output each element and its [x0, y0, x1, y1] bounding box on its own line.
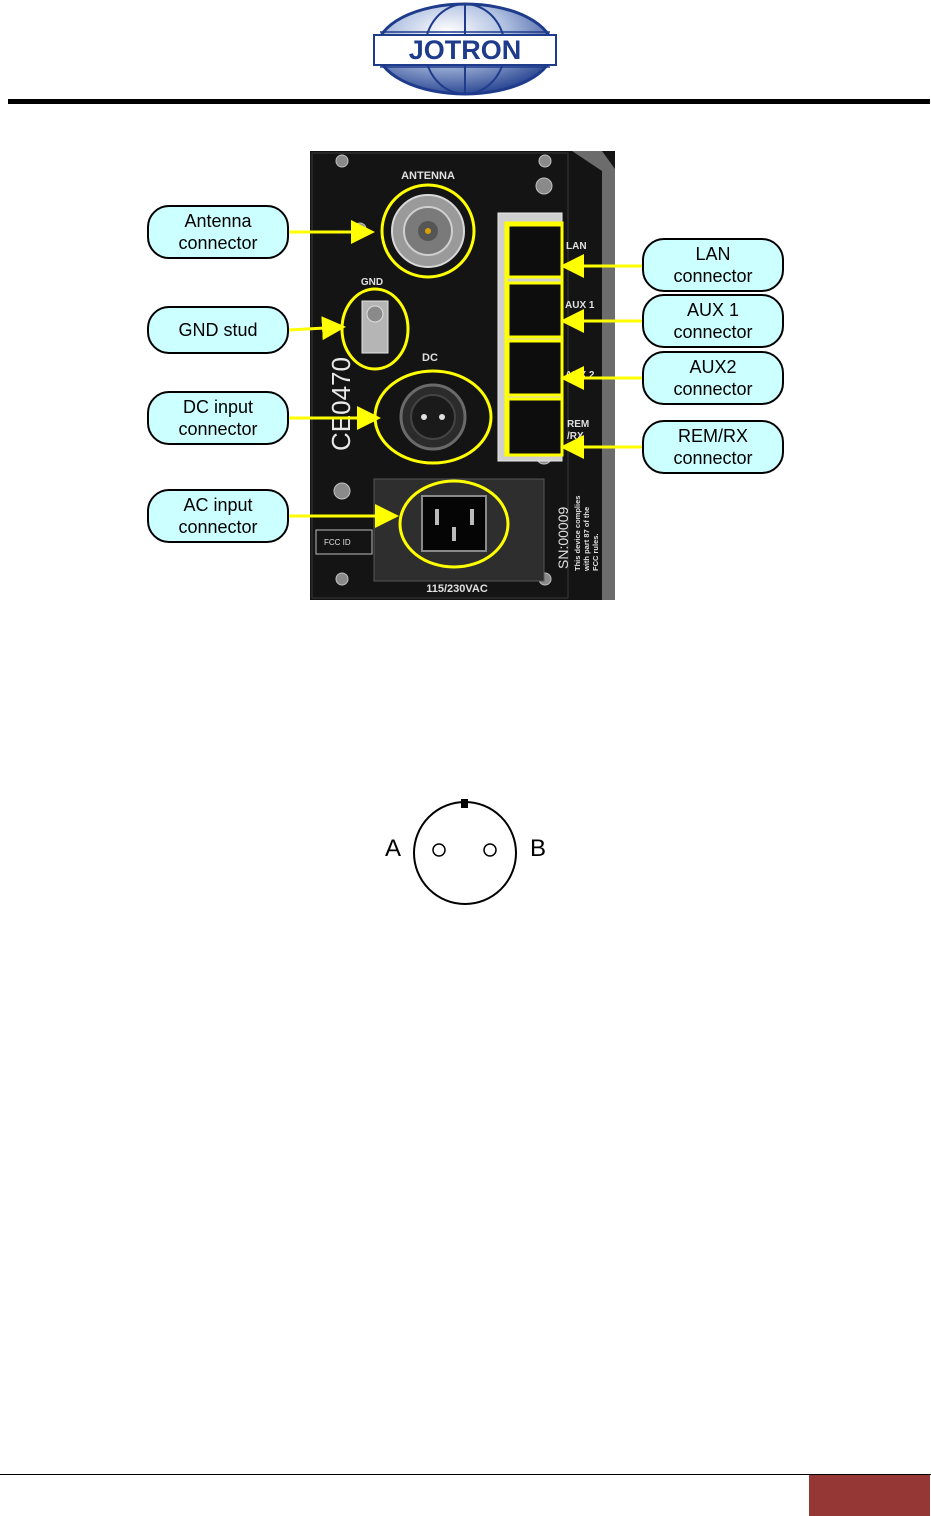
- header-rule: [8, 99, 930, 104]
- callout-lan-line-2: connector: [673, 265, 752, 287]
- callout-antenna-line-2: connector: [178, 232, 257, 254]
- rear-panel-photo: ANTENNA GND DC CE0470 LAN AUX 1 AUX 2 RE…: [310, 151, 615, 600]
- callout-gnd-stud: GND stud: [147, 306, 289, 354]
- logo-text: JOTRON: [409, 35, 522, 65]
- callout-ac-line-1: AC input: [183, 494, 252, 516]
- page-number-box: [809, 1475, 930, 1516]
- callout-aux1-connector: AUX 1 connector: [642, 294, 784, 348]
- callout-antenna-connector: Antenna connector: [147, 205, 289, 259]
- pin-a-circle: [433, 844, 445, 856]
- callout-ac-line-2: connector: [178, 516, 257, 538]
- gnd-label: GND: [361, 277, 383, 288]
- callout-lan-line-1: LAN: [695, 243, 730, 265]
- aux2-port-label: AUX 2: [565, 370, 595, 381]
- callout-aux2-line-1: AUX2: [689, 356, 736, 378]
- compliance-line-3: FCC rules.: [591, 533, 600, 571]
- callout-lan-connector: LAN connector: [642, 238, 784, 292]
- callout-aux2-connector: AUX2 connector: [642, 351, 784, 405]
- ce-mark: CE0470: [326, 357, 356, 451]
- callout-dc-input-connector: DC input connector: [147, 391, 289, 445]
- connector-outline: [414, 802, 516, 904]
- callout-remrx-line-1: REM/RX: [678, 425, 748, 447]
- callout-remrx-connector: REM/RX connector: [642, 420, 784, 474]
- voltage-label: 115/230VAC: [426, 583, 488, 595]
- callout-aux1-line-2: connector: [673, 321, 752, 343]
- pin-a-label: A: [385, 837, 401, 861]
- lan-port-label: LAN: [566, 241, 587, 252]
- fcc-id-label: FCC ID: [324, 538, 351, 547]
- connector-key: [461, 799, 468, 808]
- footer-rule: [0, 1474, 931, 1475]
- aux1-port-label: AUX 1: [565, 300, 595, 311]
- compliance-line-2: with part 87 of the: [582, 507, 591, 572]
- callout-aux1-line-1: AUX 1: [687, 299, 739, 321]
- pin-b-circle: [484, 844, 496, 856]
- antenna-label: ANTENNA: [401, 170, 455, 182]
- callout-aux2-line-2: connector: [673, 378, 752, 400]
- jotron-logo: JOTRON: [372, 2, 558, 96]
- callout-remrx-line-2: connector: [673, 447, 752, 469]
- callout-gnd-line-1: GND stud: [178, 319, 257, 341]
- serial-number: SN:00009: [555, 507, 571, 569]
- compliance-line-1: This device complies: [573, 496, 582, 571]
- rem-port-label-2: /RX: [567, 431, 584, 442]
- rem-port-label-1: REM: [567, 419, 589, 430]
- callout-ac-input-connector: AC input connector: [147, 489, 289, 543]
- callout-dc-line-1: DC input: [183, 396, 253, 418]
- callout-antenna-line-1: Antenna: [184, 210, 251, 232]
- pin-b-label: B: [530, 837, 546, 861]
- callout-dc-line-2: connector: [178, 418, 257, 440]
- dc-label: DC: [422, 352, 438, 364]
